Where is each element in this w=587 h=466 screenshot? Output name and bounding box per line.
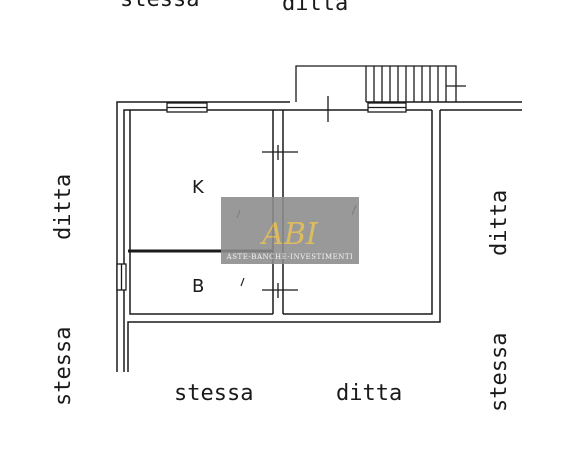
door-marks: [262, 96, 329, 298]
label-left-upper: ditta: [51, 174, 76, 240]
room-label-kitchen: K: [192, 177, 205, 198]
staircase: [295, 65, 466, 102]
watermark: ABI ASTE-BANCHE-INVESTIMENTI: [221, 197, 359, 264]
label-top-left: stessa: [120, 0, 199, 12]
label-right-lower: stessa: [487, 333, 512, 412]
label-bottom-left: stessa: [174, 381, 253, 406]
watermark-box: [221, 197, 359, 264]
label-bottom-right: ditta: [336, 381, 402, 406]
watermark-logo: ABI: [259, 217, 319, 252]
label-left-lower: stessa: [51, 327, 76, 406]
room-label-bathroom: B: [192, 276, 204, 297]
label-top-right: ditta: [282, 0, 348, 16]
window-top-right: [367, 102, 407, 113]
window-left-bathroom: [116, 263, 127, 291]
window-top-left: [166, 102, 208, 113]
label-right-upper: ditta: [487, 190, 512, 256]
watermark-caption: ASTE-BANCHE-INVESTIMENTI: [226, 253, 354, 261]
